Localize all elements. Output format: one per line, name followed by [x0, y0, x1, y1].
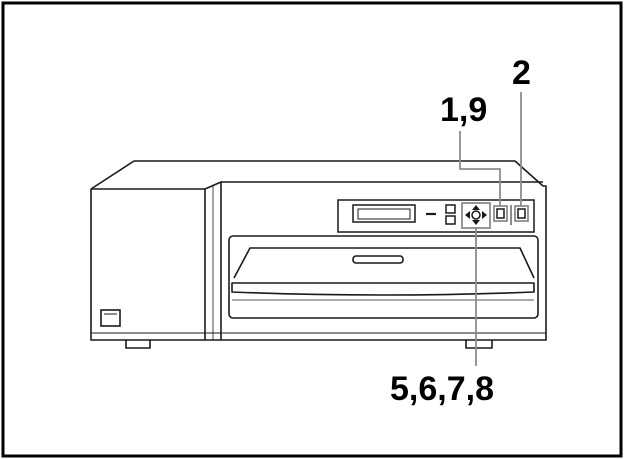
leader-1-9: [459, 131, 501, 206]
printer-front: [90, 185, 547, 341]
printer-top: [90, 160, 544, 190]
callout-2: 2: [512, 54, 531, 92]
arrow-down-icon[interactable]: [472, 220, 480, 225]
front-foot-right: [465, 340, 493, 349]
callout-1-9: 1,9: [440, 91, 487, 129]
lcd-window: [357, 208, 411, 220]
power-switch-icon[interactable]: [100, 309, 121, 327]
panel-button-lower[interactable]: [445, 215, 456, 225]
paper-tray: [228, 235, 539, 319]
tray-handle[interactable]: [352, 255, 404, 264]
arrow-right-icon[interactable]: [482, 211, 487, 219]
callout-5-6-7-8: 5,6,7,8: [390, 370, 494, 408]
tray-inner: [233, 247, 535, 279]
power-button-icon[interactable]: [517, 208, 526, 219]
lcd-display: [352, 204, 416, 223]
print-button-icon[interactable]: [496, 208, 505, 219]
leader-lines: [459, 92, 522, 366]
tray-opening: [228, 235, 539, 319]
arrow-up-icon[interactable]: [472, 205, 480, 210]
panel-button-upper[interactable]: [445, 204, 456, 214]
printer-body: [90, 160, 547, 349]
panel-recess: [337, 199, 535, 233]
front-foot-left: [125, 340, 151, 349]
printer-ridge: [91, 181, 543, 190]
arrow-left-icon[interactable]: [465, 211, 470, 219]
tray-lip: [231, 282, 535, 296]
